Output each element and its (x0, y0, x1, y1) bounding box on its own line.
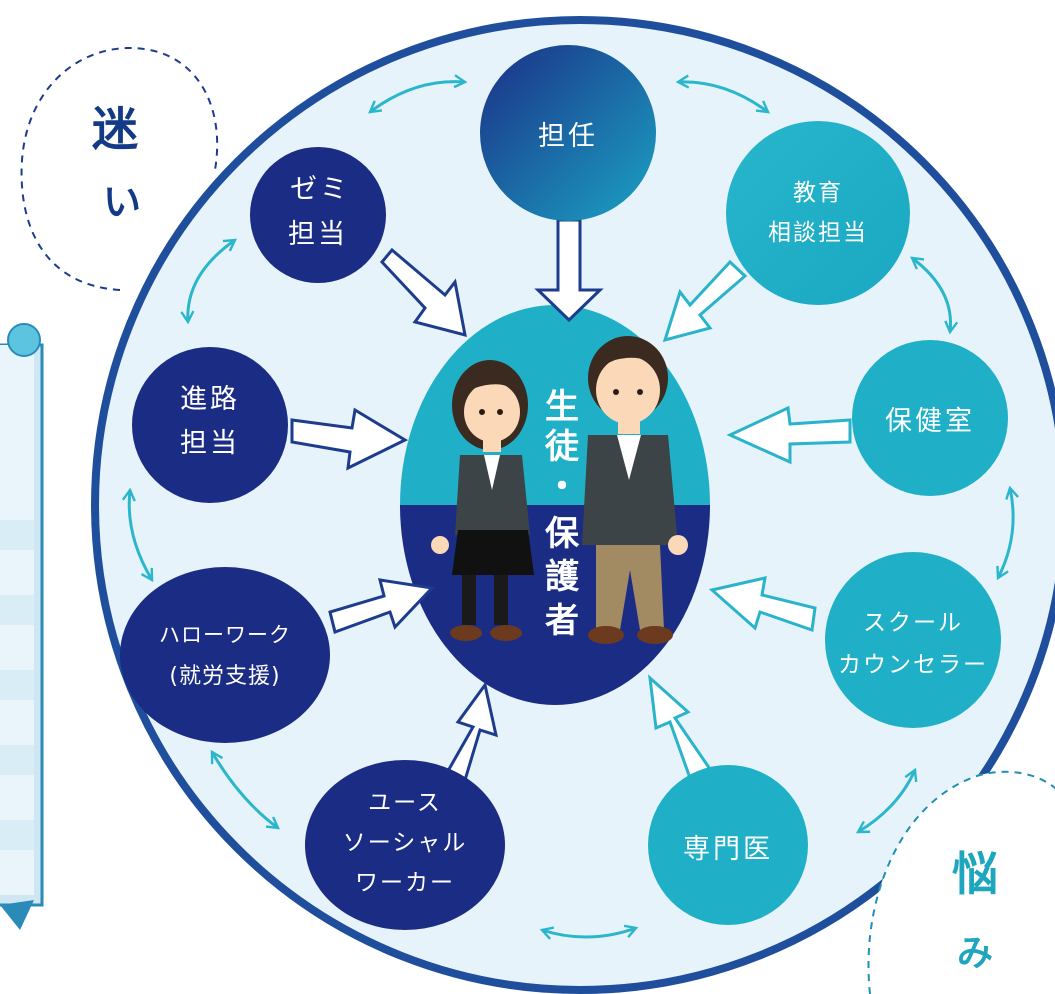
node-hello-work-label-2: (就労支援) (169, 664, 280, 689)
center-label: 生 徒 ・ 保 護 者 (544, 387, 580, 641)
node-homeroom-label: 担任 (538, 121, 598, 152)
node-seminar-label-2: 担当 (288, 219, 348, 250)
node-youth-worker-label-2: ソーシャル (343, 830, 468, 856)
node-school-counselor: スクール カウンセラー (825, 552, 1001, 728)
link-arrow (675, 74, 770, 114)
node-counseling: 教育 相談担当 (726, 121, 910, 305)
node-homeroom: 担任 (480, 45, 656, 221)
node-youth-worker: ユース ソーシャル ワーカー (305, 760, 505, 930)
center-label-char: 生 (545, 387, 579, 427)
badge-char-mayoi: 迷 (92, 102, 138, 156)
node-youth-worker-label-3: ワーカー (355, 870, 455, 896)
block-arrow (726, 405, 852, 465)
student-girl-figure (431, 360, 534, 641)
student-boy-figure (582, 336, 688, 644)
pin-icon (7, 323, 41, 357)
node-seminar-label-1: ゼミ (290, 174, 350, 205)
block-arrow (534, 218, 604, 323)
node-infirmary: 保健室 (852, 340, 1008, 496)
link-arrows (121, 74, 1019, 940)
link-arrow (996, 485, 1019, 581)
link-arrow (121, 487, 154, 583)
center-label-char: 徒 (544, 427, 580, 467)
node-specialist: 専門医 (648, 765, 808, 925)
node-counseling-label-1: 教育 (793, 180, 843, 206)
block-arrow (290, 407, 409, 471)
center-label-char: 者 (545, 601, 579, 641)
badge-char-nayami: 悩 (952, 847, 998, 901)
badge-char-mi: み (957, 933, 993, 974)
link-arrow (855, 767, 918, 834)
block-arrow (708, 576, 817, 633)
badge-char-i: い (103, 180, 141, 224)
node-school-counselor-label-1: スクール (863, 610, 963, 636)
link-arrow (180, 238, 237, 325)
block-arrows (290, 218, 852, 792)
block-arrow (379, 247, 467, 338)
block-arrow (328, 578, 436, 634)
node-counseling-label-2: 相談担当 (768, 220, 868, 246)
node-career-label-1: 進路 (180, 384, 240, 415)
center-label-char: 保 (545, 514, 580, 554)
node-career: 進路 担当 (132, 347, 288, 503)
node-specialist-label: 専門医 (683, 834, 773, 865)
block-arrow (648, 674, 715, 780)
node-infirmary-label: 保健室 (885, 406, 975, 437)
node-school-counselor-label-2: カウンセラー (838, 652, 988, 678)
block-arrow (662, 259, 748, 343)
side-note-panel (0, 323, 44, 930)
node-hello-work-label-1: ハローワーク (159, 623, 291, 647)
center-label-char: ・ (545, 467, 579, 507)
worry-badge-top: 迷 い (20, 47, 219, 291)
link-arrow (910, 256, 959, 335)
node-hello-work: ハローワーク (就労支援) (120, 567, 330, 743)
node-youth-worker-label-1: ユース (368, 790, 442, 816)
link-arrow (210, 749, 280, 830)
link-arrow (368, 74, 468, 114)
link-arrow (539, 924, 639, 940)
node-seminar: ゼミ 担当 (250, 147, 386, 283)
center-label-char: 護 (545, 557, 580, 597)
node-career-label-2: 担当 (180, 428, 240, 459)
